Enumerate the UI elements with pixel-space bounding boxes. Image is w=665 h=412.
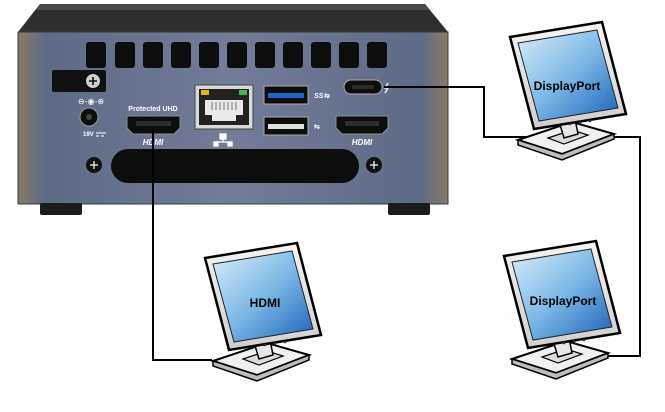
ethernet-port — [194, 84, 254, 147]
lock-slot — [52, 70, 106, 92]
usb-trident-icon: ⇆ — [314, 123, 320, 131]
power-voltage-label: 19V — [83, 132, 94, 138]
pc-foot-left — [40, 203, 82, 215]
hdmi-protected-label: Protected UHD — [128, 106, 177, 113]
mini-pc: ⊖-◉-⊕ 19V Protected UHD HDMI — [17, 4, 449, 215]
network-icon — [213, 133, 233, 147]
usb-port-bottom: ⇆ — [263, 116, 320, 136]
monitor-hdmi: HDMI — [203, 241, 323, 383]
hdmi-cable — [152, 130, 212, 361]
monitor-label: DisplayPort — [530, 294, 597, 308]
screw-left — [86, 157, 102, 173]
monitor-displayport-top: DisplayPort — [508, 20, 628, 162]
monitor-label: DisplayPort — [534, 79, 601, 93]
pc-foot-right — [388, 203, 430, 215]
screw-right — [366, 157, 382, 173]
power-jack: ⊖-◉-⊕ 19V — [78, 97, 106, 138]
usb3-port-top: SS⇆ — [263, 85, 330, 105]
monitor-label: HDMI — [250, 296, 281, 310]
pc-top-lid — [18, 4, 448, 32]
bottom-slot — [111, 149, 359, 183]
hdmi-logo-right: HDMI — [352, 138, 373, 147]
dc-symbol-icon — [96, 132, 106, 137]
dc-polarity-icon: ⊖-◉-⊕ — [78, 97, 104, 106]
monitor-displayport-bottom: DisplayPort — [502, 239, 622, 381]
superspeed-usb-icon: SS⇆ — [314, 93, 330, 100]
vent-grille — [86, 42, 387, 68]
hdmi-port-right: HDMI — [335, 115, 389, 147]
thunderbolt-port — [343, 79, 390, 95]
